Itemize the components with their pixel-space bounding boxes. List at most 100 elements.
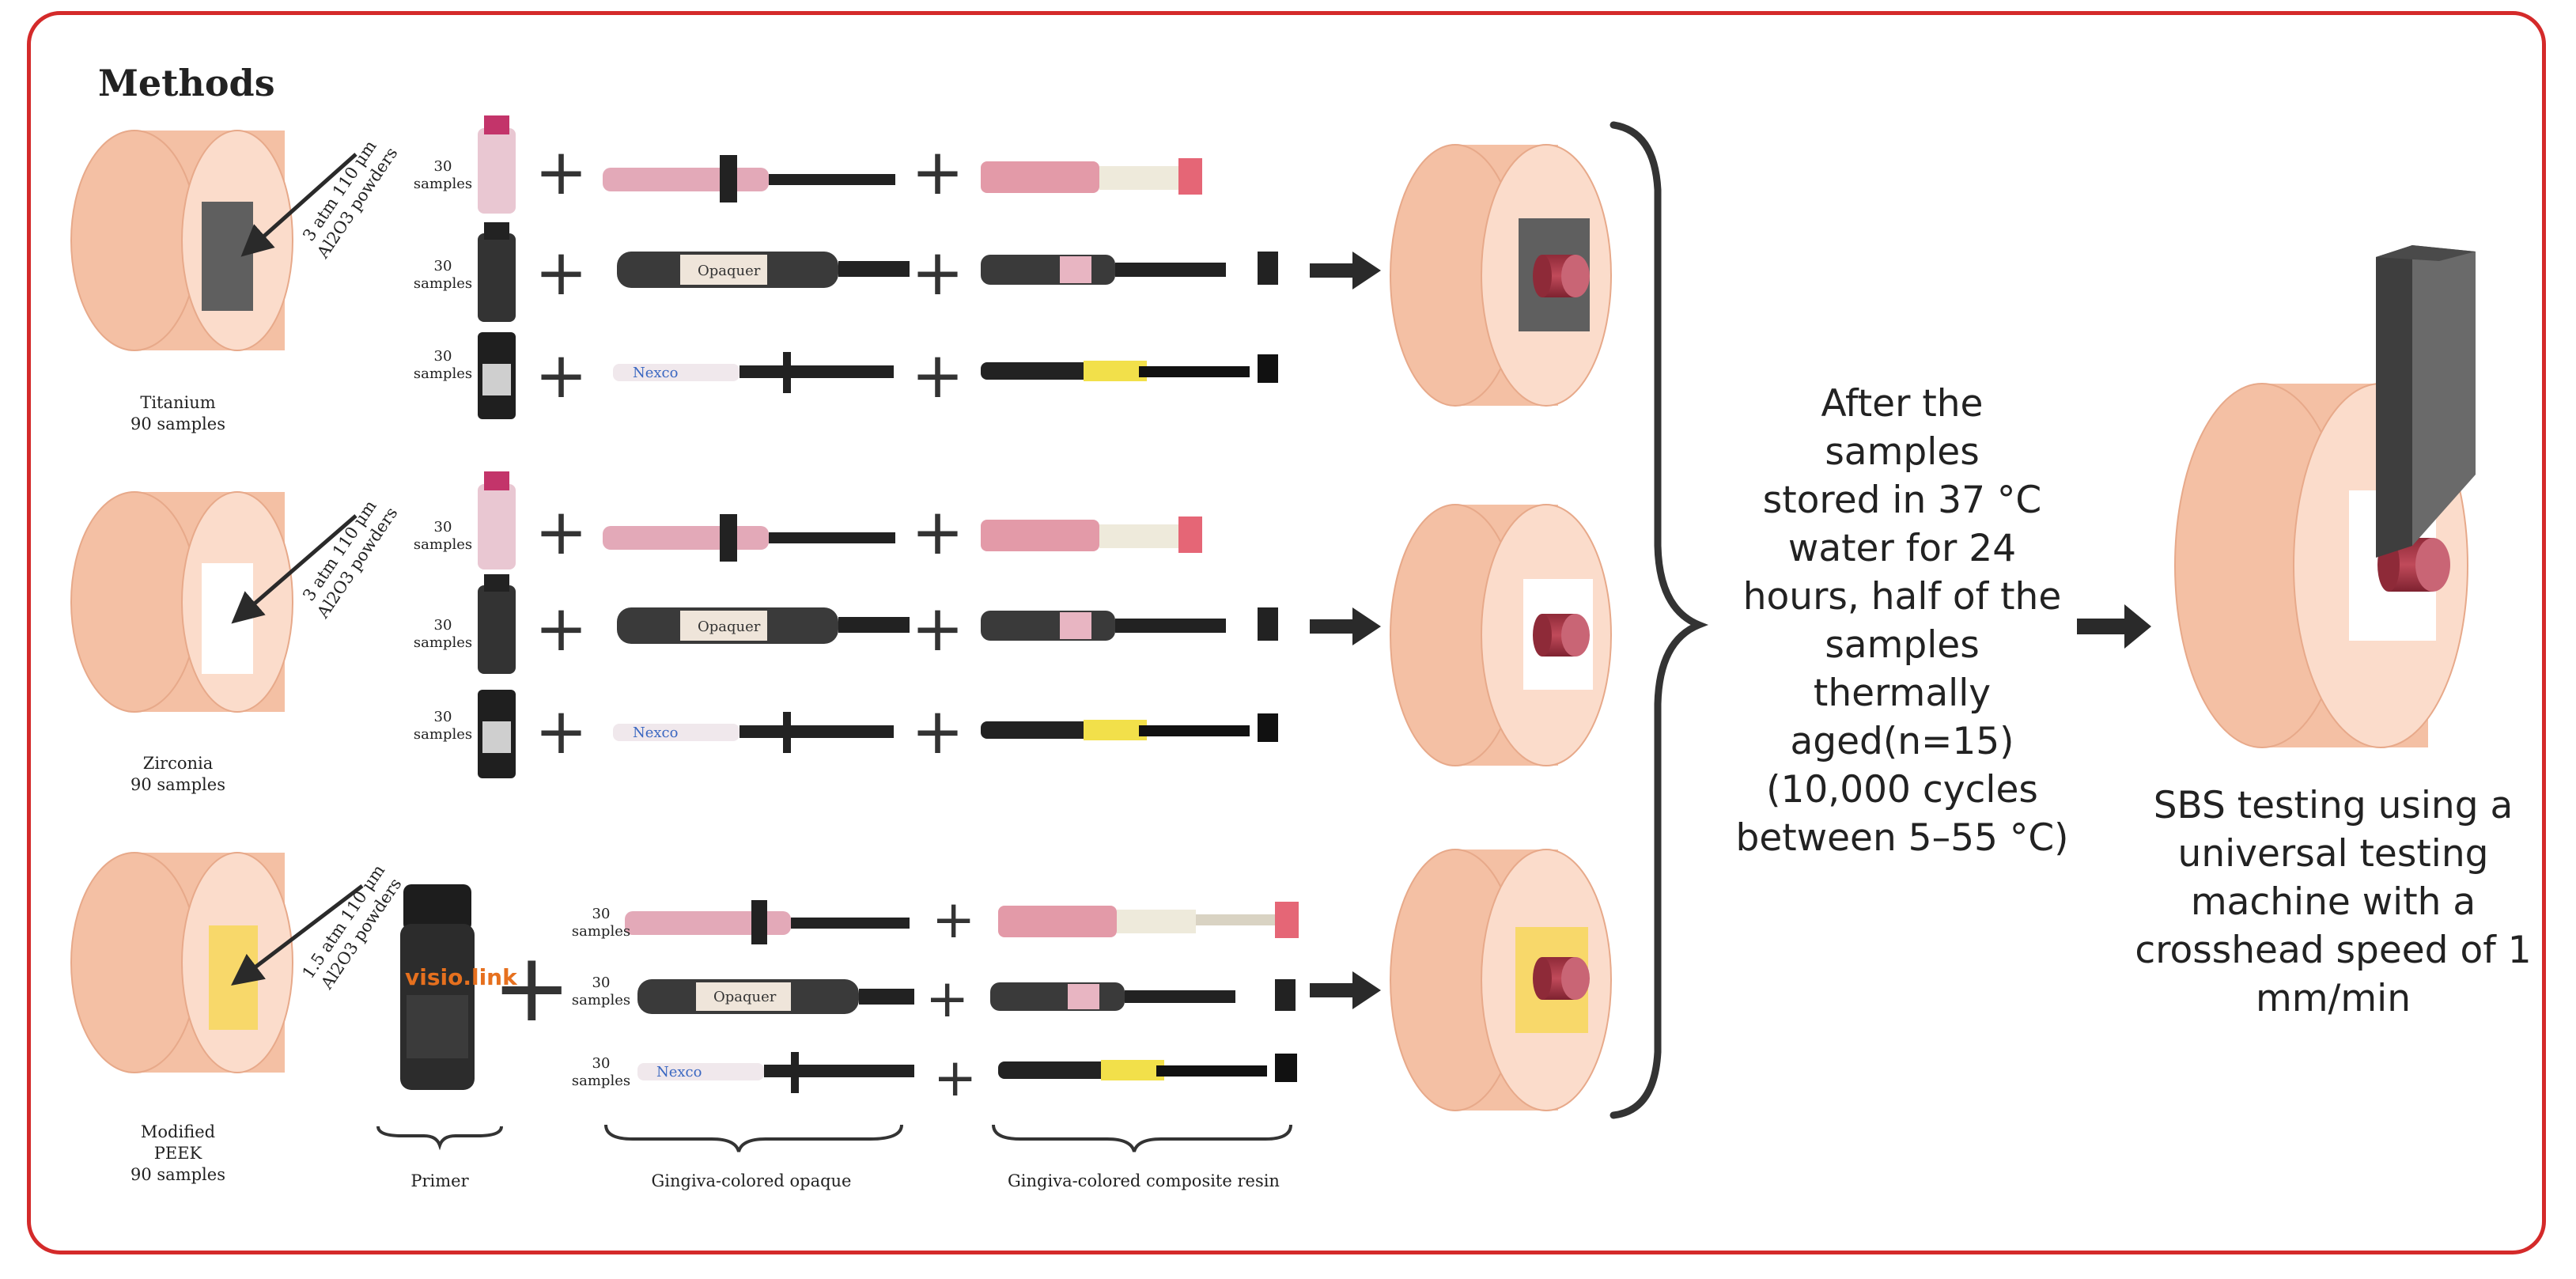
storage-line: After the — [1716, 380, 2088, 428]
plus-icon: + — [911, 694, 964, 768]
opaque-label: Gingiva-colored opaque — [601, 1171, 902, 1192]
zr-row-2: + Opaquer + — [478, 574, 1278, 674]
group-word: samples — [403, 536, 482, 554]
peek-specimen-surface — [209, 925, 258, 1030]
substrate-name: PEEK — [119, 1143, 237, 1164]
nexco-label: Nexco — [633, 365, 678, 381]
storage-line: thermally — [1716, 669, 2088, 717]
storage-line: samples — [1716, 621, 2088, 669]
substrate-count: 90 samples — [119, 1164, 237, 1186]
arrow-right-icon — [2077, 604, 2151, 649]
plus-icon: + — [932, 889, 975, 950]
substrate-name: Titanium — [119, 392, 237, 414]
zirconia-specimen-surface — [202, 563, 253, 674]
plus-icon: + — [535, 694, 588, 768]
plus-icon: + — [911, 236, 964, 309]
ti-row-3: + Nexco + — [478, 332, 1278, 419]
group-n: 30 — [403, 709, 482, 726]
storage-line: between 5–55 °C) — [1716, 814, 2088, 862]
plus-icon: + — [535, 236, 588, 309]
storage-line: (10,000 cycles — [1716, 766, 2088, 814]
sbs-testing-text: SBS testing using a universal testing ma… — [2128, 781, 2539, 1023]
opaque-brace — [606, 1125, 902, 1152]
nexco-label: Nexco — [633, 725, 678, 741]
group-word: samples — [562, 923, 641, 940]
titanium-bonded-disk — [1390, 145, 1611, 406]
storage-line: hours, half of the — [1716, 573, 2088, 621]
plus-icon: + — [933, 1047, 977, 1108]
substrate-label-peek: Modified PEEK 90 samples — [119, 1122, 237, 1186]
arrow-right-icon — [1310, 252, 1381, 289]
group-n: 30 — [562, 906, 641, 923]
group-n: 30 — [403, 617, 482, 634]
substrate-count: 90 samples — [119, 414, 237, 435]
group-word: samples — [403, 275, 482, 293]
grouping-brace — [1613, 125, 1699, 1115]
group-word: samples — [403, 726, 482, 744]
substrate-label-zirconia: Zirconia 90 samples — [119, 753, 237, 796]
group-n: 30 — [562, 1055, 641, 1073]
group-word: samples — [562, 992, 641, 1009]
group-n: 30 — [403, 258, 482, 275]
group-word: samples — [403, 176, 482, 193]
peek-row-1: + — [625, 889, 1299, 950]
substrate-label-titanium: Titanium 90 samples — [119, 392, 237, 435]
zirconia-bonded-disk — [1390, 505, 1611, 766]
plus-icon: + — [911, 135, 964, 209]
group-n: 30 — [403, 519, 482, 536]
plus-icon: + — [535, 339, 588, 412]
primer-label: Primer — [376, 1171, 503, 1192]
peek-bonded-disk — [1390, 850, 1611, 1111]
opaquer-label: Opaquer — [698, 619, 761, 635]
plus-icon: + — [492, 933, 572, 1043]
sbs-line: crosshead speed of 1 — [2128, 926, 2539, 974]
storage-line: stored in 37 °C — [1716, 476, 2088, 524]
titanium-specimen-surface — [202, 202, 253, 311]
arrow-right-icon — [1310, 971, 1381, 1009]
sbs-line: SBS testing using a — [2128, 781, 2539, 830]
nexco-label: Nexco — [656, 1064, 702, 1080]
substrate-name: Zirconia — [119, 753, 237, 774]
group-word: samples — [562, 1073, 641, 1090]
storage-line: aged(n=15) — [1716, 717, 2088, 766]
zr-row-3: + Nexco + — [478, 690, 1278, 778]
group-word: samples — [403, 634, 482, 652]
group-n: 30 — [562, 974, 641, 992]
group-word: samples — [403, 365, 482, 383]
substrate-name: Modified — [119, 1122, 237, 1143]
peek-row-3: Nexco + — [637, 1047, 1297, 1108]
storage-aging-text: After the samples stored in 37 °C water … — [1716, 380, 2088, 862]
substrate-count: 90 samples — [119, 774, 237, 796]
figure-title: Methods — [98, 62, 275, 104]
storage-line: samples — [1716, 428, 2088, 476]
arrow-right-icon — [1310, 607, 1381, 645]
plus-icon: + — [535, 592, 588, 665]
composite-brace — [993, 1125, 1291, 1152]
zr-row-1: + + — [478, 471, 1202, 569]
primer-brace — [378, 1126, 501, 1145]
group-n: 30 — [403, 158, 482, 176]
plus-icon: + — [535, 495, 588, 569]
sbs-line: machine with a — [2128, 878, 2539, 926]
opaquer-label: Opaquer — [698, 263, 761, 279]
plus-icon: + — [911, 495, 964, 569]
storage-line: water for 24 — [1716, 524, 2088, 573]
plus-icon: + — [911, 339, 964, 412]
composite-label: Gingiva-colored composite resin — [978, 1171, 1310, 1192]
group-n: 30 — [403, 348, 482, 365]
ti-row-2: + Opaquer + — [478, 222, 1278, 322]
ti-row-1: + + — [478, 115, 1202, 214]
peek-row-2: Opaquer + — [637, 968, 1296, 1029]
plus-icon: + — [535, 135, 588, 209]
opaquer-label: Opaquer — [713, 989, 777, 1005]
sbs-line: universal testing — [2128, 830, 2539, 878]
